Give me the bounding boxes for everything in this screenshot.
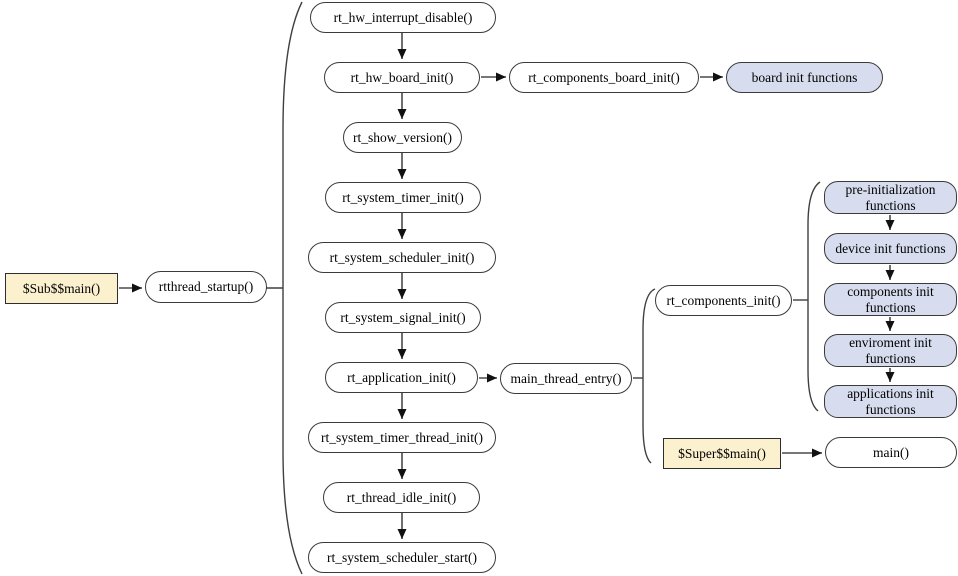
node-super-main: $Super$$main() [663, 438, 781, 469]
node-rt-components-board-init: rt_components_board_init() [509, 62, 699, 93]
node-pre-initialization-functions: pre-initialization functions [824, 181, 957, 214]
node-rt-system-scheduler-init: rt_system_scheduler_init() [308, 242, 496, 273]
node-applications-init-functions: applications init functions [824, 385, 957, 418]
node-rt-system-signal-init: rt_system_signal_init() [325, 302, 481, 333]
node-rt-hw-board-init: rt_hw_board_init() [324, 62, 480, 93]
node-rt-hw-interrupt-disable: rt_hw_interrupt_disable() [310, 2, 496, 33]
node-rt-application-init: rt_application_init() [325, 362, 478, 393]
node-components-init-functions: components init functions [824, 283, 957, 316]
node-main-thread-entry: main_thread_entry() [500, 363, 632, 394]
node-enviroment-init-functions: enviroment init functions [824, 334, 957, 367]
node-sub-main: $Sub$$main() [5, 273, 118, 304]
node-rtthread-startup: rtthread_startup() [145, 271, 267, 303]
node-main: main() [825, 437, 957, 468]
node-rt-thread-idle-init: rt_thread_idle_init() [323, 482, 480, 513]
node-device-init-functions: device init functions [824, 233, 957, 264]
node-rt-show-version: rt_show_version() [343, 122, 462, 153]
node-board-init-functions: board init functions [726, 62, 883, 93]
node-rt-system-scheduler-start: rt_system_scheduler_start() [308, 542, 496, 573]
flow-arrows [119, 33, 895, 539]
node-rt-system-timer-init: rt_system_timer_init() [325, 182, 481, 213]
node-rt-system-timer-thread-init: rt_system_timer_thread_init() [308, 422, 496, 453]
node-rt-components-init: rt_components_init() [655, 285, 792, 316]
grouping-braces [264, 1, 821, 575]
